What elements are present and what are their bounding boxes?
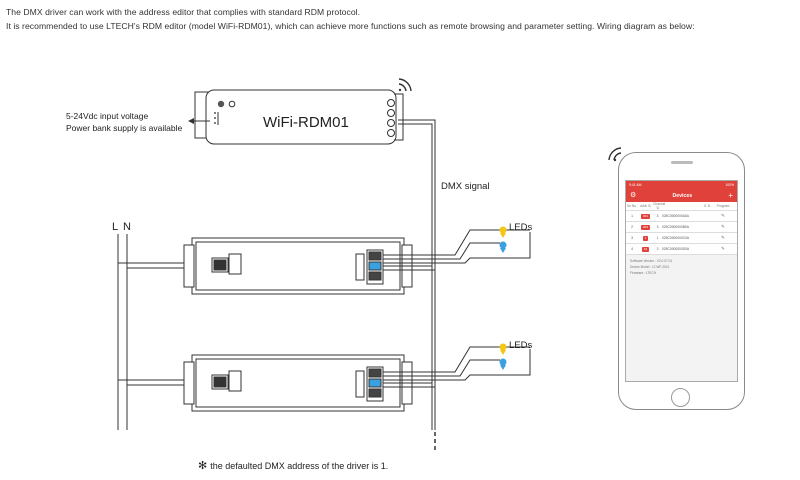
device-row[interactable]: 3 1 1 025C0000000C0A ✎: [626, 233, 737, 244]
row-sn: 4: [631, 247, 633, 251]
edit-icon[interactable]: ✎: [721, 224, 725, 229]
device-row[interactable]: 2 004 3 025C0000000B0A ✎: [626, 222, 737, 233]
device-info: Software Version : V2.0.07.01 Device Mod…: [626, 255, 737, 279]
app-title: Devices: [672, 192, 693, 199]
status-time: 9:41 AM: [629, 183, 642, 187]
edit-icon[interactable]: ✎: [721, 213, 725, 218]
dmx-driver-1: [183, 237, 413, 295]
footnote: ✻the defaulted DMX address of the driver…: [198, 459, 388, 472]
row-uid: 025C0000000B0A: [662, 225, 689, 229]
row-sn: 2: [631, 225, 633, 229]
line-label-N: N: [123, 221, 131, 233]
row-channel: 3: [656, 247, 659, 251]
home-button[interactable]: [671, 388, 690, 407]
info-software-version: Software Version : V2.0.07.01: [630, 259, 673, 263]
dmx-signal-label: DMX signal: [441, 181, 490, 192]
address-badge[interactable]: 001: [640, 213, 650, 219]
editor-model-label: WiFi-RDM01: [263, 114, 349, 131]
led-group-1: [499, 226, 507, 253]
led-group-2: [499, 343, 507, 370]
intro-line-2: It is recommended to use LTECH's RDM edi…: [6, 21, 695, 31]
header-sn: Sn No.: [626, 204, 638, 208]
line-label-L: L: [112, 221, 118, 233]
header-channel[interactable]: Channel ⇅: [653, 202, 666, 210]
device-table-header: Sn No. Addr ⇅ Channel ⇅ G ⇅ Program: [626, 202, 737, 211]
header-program: Program: [716, 204, 730, 208]
input-voltage-label: 5-24Vdc input voltage: [66, 111, 148, 121]
power-bank-label: Power bank supply is available: [66, 123, 183, 133]
device-row[interactable]: 1 001 3 025C0000000A0A ✎: [626, 211, 737, 222]
edit-icon[interactable]: ✎: [721, 235, 725, 240]
row-uid: 025C0000000A0A: [662, 214, 689, 218]
leds-label-2: LEDs: [509, 340, 532, 351]
wifi-icon: [608, 147, 622, 162]
row-channel: 1: [656, 236, 659, 240]
smartphone: 9:41 AM 100% ⚙ Devices + Sn No. Addr ⇅ C…: [618, 152, 745, 410]
leds-label-1: LEDs: [509, 222, 532, 233]
address-badge[interactable]: 004: [640, 224, 650, 230]
dmx-driver-2: [183, 354, 413, 412]
device-row[interactable]: 4 10 3 025C0000000D0A ✎: [626, 244, 737, 255]
info-firmware: Firmware : LTECH: [630, 271, 657, 275]
intro-line-1: The DMX driver can work with the address…: [6, 7, 361, 17]
add-icon[interactable]: +: [728, 190, 733, 200]
row-channel: 3: [656, 225, 659, 229]
phone-screen: 9:41 AM 100% ⚙ Devices + Sn No. Addr ⇅ C…: [625, 180, 738, 382]
row-sn: 1: [631, 214, 633, 218]
phone-speaker: [671, 161, 693, 164]
row-sn: 3: [631, 236, 633, 240]
address-badge[interactable]: 1: [642, 235, 649, 241]
info-device-model: Device Model : LT-WF-2521: [630, 265, 670, 269]
device-table: Sn No. Addr ⇅ Channel ⇅ G ⇅ Program 1 00…: [626, 202, 737, 255]
gear-icon[interactable]: ⚙: [630, 192, 637, 199]
header-g[interactable]: G ⇅: [703, 204, 711, 208]
asterisk-icon: ✻: [198, 460, 208, 472]
row-uid: 025C0000000D0A: [662, 247, 690, 251]
header-addr[interactable]: Addr ⇅: [640, 204, 651, 208]
status-battery: 100%: [725, 183, 734, 187]
app-status-bar: 9:41 AM 100%: [626, 181, 737, 189]
row-uid: 025C0000000C0A: [662, 236, 690, 240]
footnote-text: the defaulted DMX address of the driver …: [210, 461, 389, 471]
edit-icon[interactable]: ✎: [721, 246, 725, 251]
app-header: ⚙ Devices +: [626, 189, 737, 202]
address-badge[interactable]: 10: [641, 246, 650, 252]
rdm-editor-device: [194, 78, 412, 145]
row-channel: 3: [656, 214, 659, 218]
